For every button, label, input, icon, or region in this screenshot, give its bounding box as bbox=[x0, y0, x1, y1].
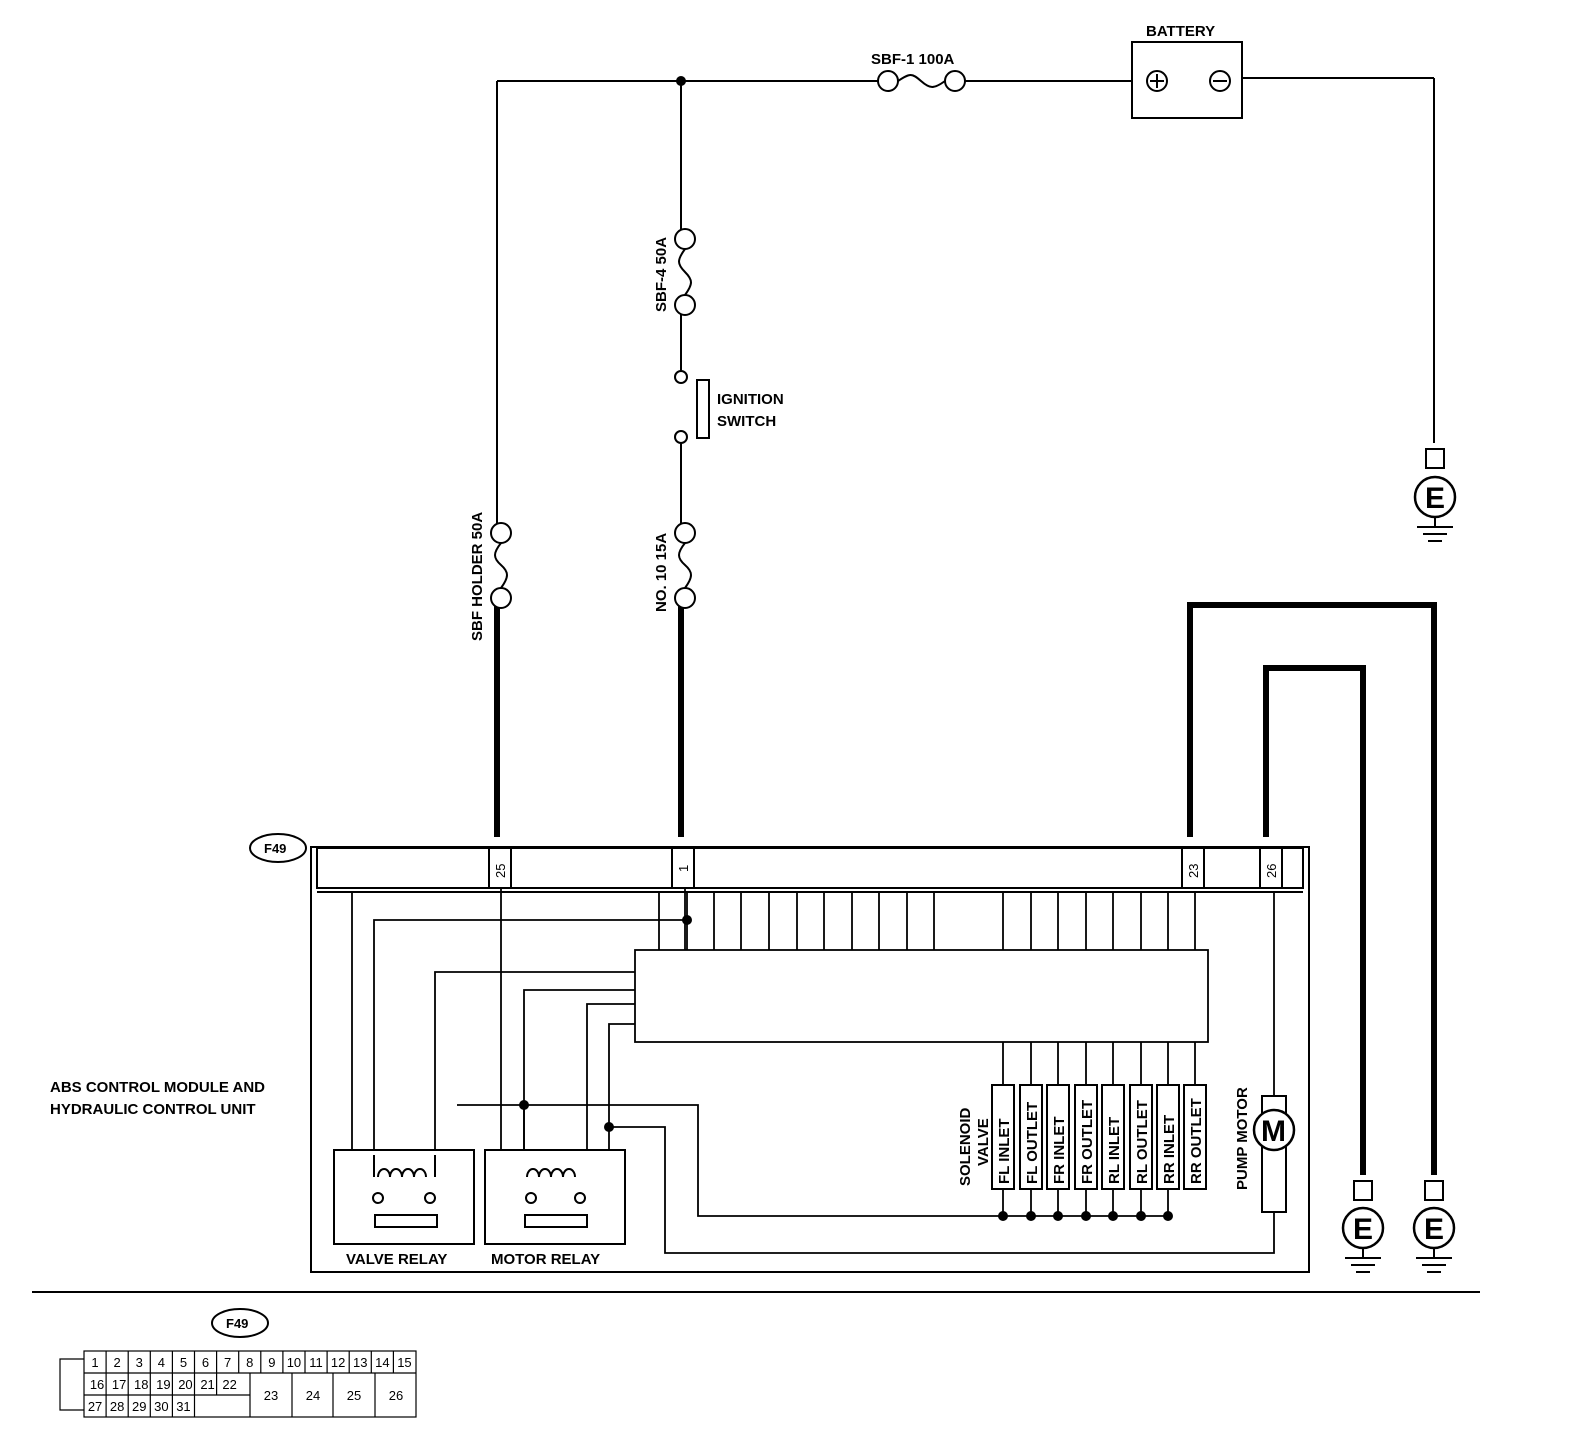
pump-motor bbox=[1252, 1095, 1296, 1213]
table-pin-26: 26 bbox=[389, 1388, 403, 1403]
table-pin-12: 12 bbox=[331, 1355, 345, 1370]
table-pin-29: 29 bbox=[132, 1399, 146, 1414]
table-pin-11: 11 bbox=[309, 1355, 323, 1370]
table-row1-lines bbox=[105, 1351, 394, 1417]
ground-symbol bbox=[1413, 448, 1457, 542]
table-pin-2: 2 bbox=[114, 1355, 121, 1370]
table-pin-8: 8 bbox=[246, 1355, 253, 1370]
fuse-sbf-holder bbox=[490, 522, 512, 609]
table-pin-1: 1 bbox=[91, 1355, 98, 1370]
table-pin-30: 30 bbox=[154, 1399, 168, 1414]
solenoid-fr-outlet: FR OUTLET bbox=[1079, 1100, 1096, 1184]
table-pin-20: 20 bbox=[178, 1377, 192, 1392]
solenoid-rl-inlet: RL INLET bbox=[1106, 1117, 1123, 1184]
pin-23: 23 bbox=[1186, 864, 1201, 878]
connector-f49-tag-label: F49 bbox=[264, 841, 286, 856]
table-pin-5: 5 bbox=[180, 1355, 187, 1370]
junction-dot bbox=[676, 76, 686, 86]
table-row2-labels: 16 17 18 19 20 21 22 bbox=[90, 1377, 237, 1392]
module-title-2: HYDRAULIC CONTROL UNIT bbox=[50, 1101, 256, 1118]
module-title-1: ABS CONTROL MODULE AND bbox=[50, 1079, 265, 1096]
ground-symbol-2 bbox=[1341, 1180, 1385, 1273]
fuse-sbf4-label: SBF-4 50A bbox=[653, 237, 670, 312]
table-pin-18: 18 bbox=[134, 1377, 148, 1392]
connector-f49-strip bbox=[316, 847, 1304, 889]
table-pin-16: 16 bbox=[90, 1377, 104, 1392]
ground-symbol-3-label: E bbox=[1424, 1213, 1444, 1246]
fuse-no10 bbox=[674, 522, 696, 609]
solenoid-label-2: VALVE bbox=[975, 1118, 992, 1166]
fuse-sbf4 bbox=[674, 228, 696, 316]
internal-wiring bbox=[351, 888, 1275, 1254]
table-pin-9: 9 bbox=[268, 1355, 275, 1370]
pin-26: 26 bbox=[1264, 864, 1279, 878]
pin-25: 25 bbox=[493, 864, 508, 878]
connector-pins bbox=[488, 847, 1283, 889]
table-pin-22: 22 bbox=[222, 1377, 236, 1392]
table-pin-23: 23 bbox=[264, 1388, 278, 1403]
solenoid-fl-inlet: FL INLET bbox=[996, 1118, 1013, 1184]
connector-table-tag-label: F49 bbox=[226, 1316, 248, 1331]
table-pin-10: 10 bbox=[287, 1355, 301, 1370]
table-row3-labels: 27 28 29 30 31 bbox=[88, 1399, 191, 1414]
solenoid-rl-outlet: RL OUTLET bbox=[1134, 1100, 1151, 1184]
solenoid-fl-outlet: FL OUTLET bbox=[1024, 1102, 1041, 1184]
solenoid-valves bbox=[991, 1084, 1207, 1190]
table-pin-31: 31 bbox=[176, 1399, 190, 1414]
power-wiring bbox=[494, 77, 1437, 1175]
battery-label: BATTERY bbox=[1146, 23, 1215, 40]
valve-relay-label: VALVE RELAY bbox=[346, 1251, 447, 1268]
solenoid-rr-outlet: RR OUTLET bbox=[1188, 1098, 1205, 1184]
valve-relay bbox=[333, 1149, 475, 1245]
table-big-labels: 23 24 25 26 bbox=[264, 1388, 403, 1403]
motor-relay-label: MOTOR RELAY bbox=[491, 1251, 600, 1268]
ignition-label-1: IGNITION bbox=[717, 391, 784, 408]
main-fuse-label: SBF-1 100A bbox=[871, 51, 955, 68]
ground-symbol-3 bbox=[1412, 1180, 1456, 1273]
solenoid-rr-inlet: RR INLET bbox=[1161, 1115, 1178, 1184]
fuse-no10-label: NO. 10 15A bbox=[653, 533, 670, 612]
table-pin-28: 28 bbox=[110, 1399, 124, 1414]
pump-motor-label: PUMP MOTOR bbox=[1234, 1087, 1251, 1190]
table-pin-21: 21 bbox=[200, 1377, 214, 1392]
table-pin-6: 6 bbox=[202, 1355, 209, 1370]
solenoid-fr-inlet: FR INLET bbox=[1051, 1117, 1068, 1185]
main-fuse bbox=[877, 70, 966, 92]
table-pin-4: 4 bbox=[158, 1355, 165, 1370]
table-pin-3: 3 bbox=[136, 1355, 143, 1370]
solenoid-label-1: SOLENOID bbox=[957, 1107, 974, 1186]
table-pin-19: 19 bbox=[156, 1377, 170, 1392]
pin-1: 1 bbox=[676, 865, 691, 872]
ignition-switch bbox=[674, 370, 710, 444]
ground-symbol-label: E bbox=[1425, 482, 1445, 515]
table-pin-14: 14 bbox=[375, 1355, 389, 1370]
pump-motor-symbol: M bbox=[1261, 1115, 1286, 1148]
table-pin-15: 15 bbox=[397, 1355, 411, 1370]
table-pin-7: 7 bbox=[224, 1355, 231, 1370]
connector-table bbox=[59, 1350, 417, 1418]
connector-f49-tag bbox=[249, 833, 307, 863]
motor-relay bbox=[484, 1149, 626, 1245]
ground-symbol-2-label: E bbox=[1353, 1213, 1373, 1246]
battery bbox=[1131, 41, 1243, 119]
table-pin-25: 25 bbox=[347, 1388, 361, 1403]
fuse-sbf-holder-label: SBF HOLDER 50A bbox=[469, 512, 486, 641]
connector-table-tag bbox=[211, 1308, 269, 1338]
ignition-label-2: SWITCH bbox=[717, 413, 776, 430]
table-pin-13: 13 bbox=[353, 1355, 367, 1370]
table-pin-27: 27 bbox=[88, 1399, 102, 1414]
table-pin-24: 24 bbox=[306, 1388, 320, 1403]
table-pin-17: 17 bbox=[112, 1377, 126, 1392]
